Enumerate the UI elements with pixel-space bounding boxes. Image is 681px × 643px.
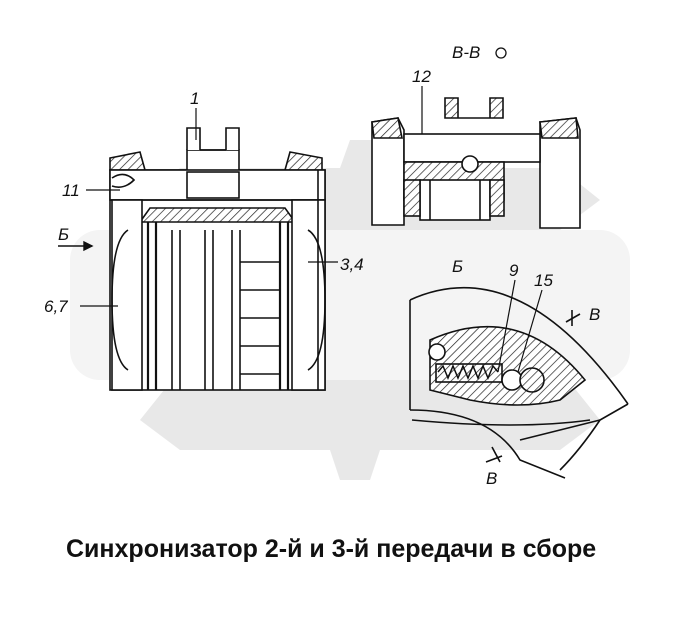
label-part-12: 12 (412, 67, 431, 86)
rotation-mark-icon (495, 47, 507, 59)
label-part-15: 15 (534, 271, 553, 290)
label-part-9: 9 (509, 261, 519, 280)
section-v-v-view (371, 97, 581, 229)
label-section-title: В-В (452, 43, 480, 62)
figure-caption: Синхронизатор 2-й и 3-й передачи в сборе (66, 535, 597, 563)
view-b-detail (409, 286, 629, 479)
leader-lines-left (80, 108, 338, 307)
section-arrow-b-left (58, 240, 94, 252)
label-arrow-b-left: Б (58, 225, 69, 244)
label-part-3-4: 3,4 (340, 255, 364, 274)
label-view-b: Б (452, 257, 463, 276)
synchronizer-side-view (109, 127, 326, 391)
label-cut-v-bottom: В (486, 469, 497, 488)
label-cut-v-top: В (589, 305, 600, 324)
label-part-1: 1 (190, 89, 199, 108)
label-part-6-7: 6,7 (44, 297, 68, 316)
leader-lines-right (497, 279, 543, 373)
cut-marks-v (485, 310, 581, 463)
label-part-11: 11 (62, 181, 80, 200)
